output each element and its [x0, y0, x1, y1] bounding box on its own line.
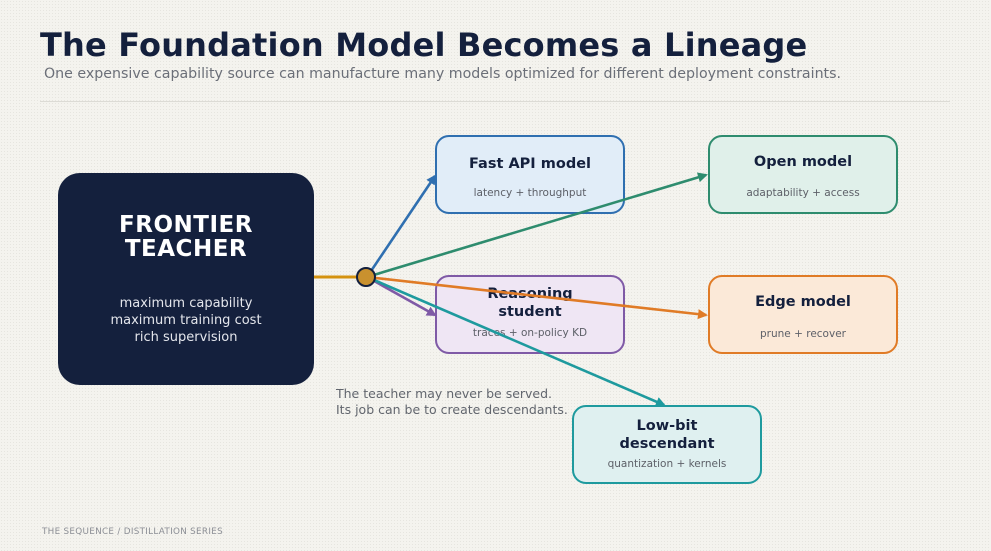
node-title: Reasoning student [437, 285, 623, 321]
node-title-line2: descendant [619, 436, 715, 452]
note-line1: The teacher may never be served. [336, 386, 553, 401]
teacher-title-line2: TEACHER [124, 236, 248, 262]
teacher-trait: maximum training cost [110, 313, 262, 328]
frontier-teacher-node: FRONTIER TEACHER maximum capability maxi… [58, 173, 314, 385]
node-subtitle: adaptability + access [746, 187, 860, 199]
node-title: Edge model [755, 294, 851, 310]
open-model-node: Open model adaptability + access [708, 135, 898, 214]
low-bit-descendant-node: Low-bit descendant quantization + kernel… [572, 405, 762, 484]
node-subtitle: traces + on-policy KD [472, 327, 588, 339]
node-subtitle: latency + throughput [473, 187, 587, 199]
node-subtitle: prune + recover [760, 328, 846, 340]
teacher-trait: maximum capability [119, 296, 253, 311]
page-title: The Foundation Model Becomes a Lineage [40, 26, 808, 64]
page-subtitle: One expensive capability source can manu… [44, 66, 842, 82]
note-line2: Its job can be to create descendants. [336, 402, 568, 417]
teacher-note: The teacher may never be served. Its job… [336, 386, 568, 418]
node-title-line1: Low-bit [636, 418, 698, 434]
teacher-trait: rich supervision [134, 330, 238, 345]
node-title-line2: student [498, 304, 562, 320]
teacher-title-line1: FRONTIER [119, 212, 253, 238]
fast-api-model-node: Fast API model latency + throughput [435, 135, 625, 214]
divider [40, 101, 950, 102]
edge-model-node: Edge model prune + recover [708, 275, 898, 354]
node-title-line1: Reasoning [487, 286, 573, 302]
reasoning-student-node: Reasoning student traces + on-policy KD [435, 275, 625, 354]
teacher-title: FRONTIER TEACHER [58, 213, 314, 261]
node-subtitle: quantization + kernels [607, 458, 727, 470]
node-title: Low-bit descendant [574, 417, 760, 453]
node-title: Open model [753, 154, 853, 170]
series-footer: THE SEQUENCE / DISTILLATION SERIES [42, 527, 223, 537]
node-title: Fast API model [469, 156, 591, 172]
